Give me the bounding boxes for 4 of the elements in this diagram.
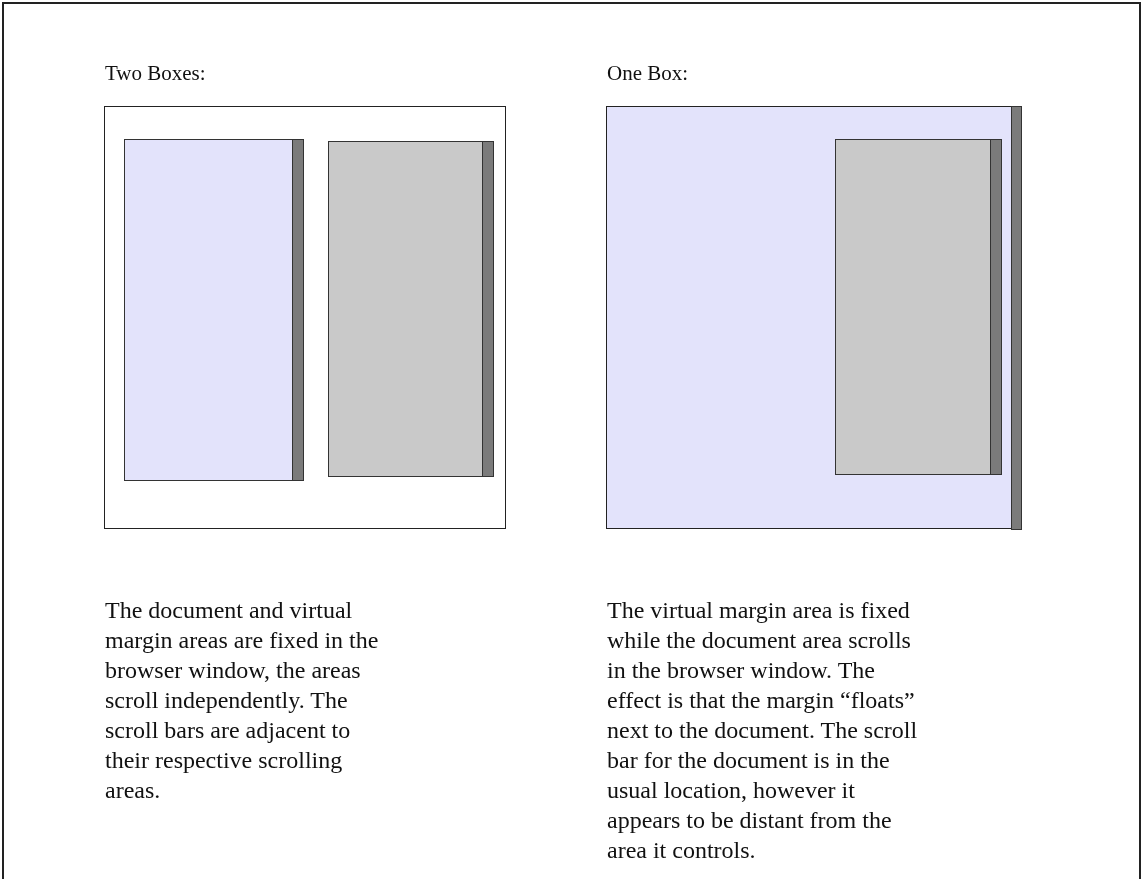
description-text: The document and virtual margin areas are fixed in the browser window, the areas scroll independently. The scroll bars are adjacent to their respective scrolling areas. <box>105 596 380 805</box>
heading: One Box: <box>607 60 690 87</box>
heading: Two Boxes: <box>105 60 207 87</box>
description-text: The virtual margin area is fixed while the document area scrolls in the browser window. The effect is that the margin “floats” next to the document. The scroll bar for the document is in the usual location, however it appears to be distant from the area it controls. <box>607 596 919 865</box>
